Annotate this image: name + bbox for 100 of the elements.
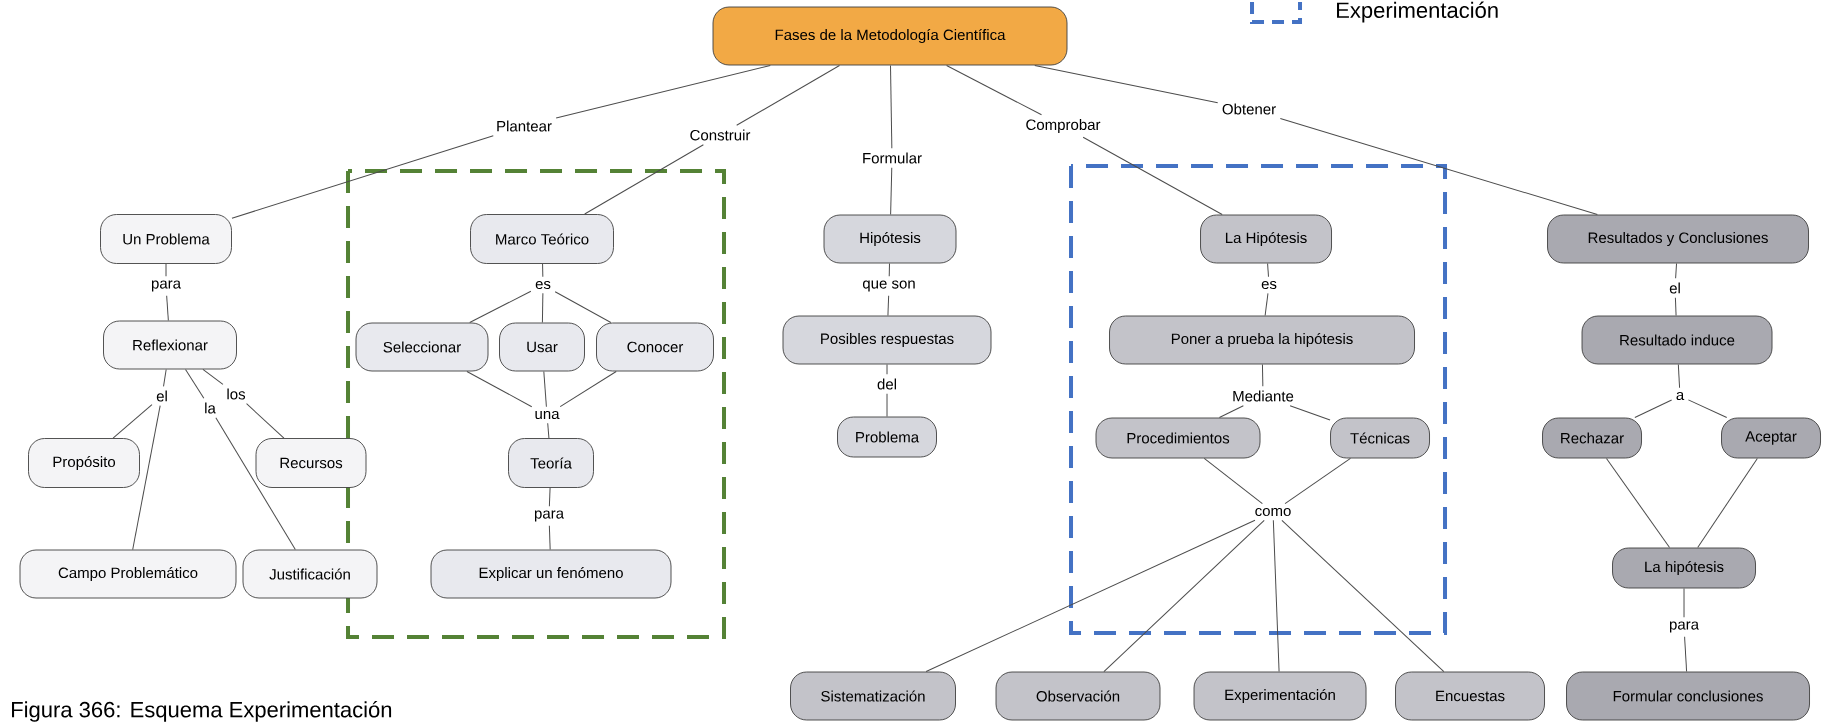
concept-box: Justificación xyxy=(242,549,378,599)
concept-box: Reflexionar xyxy=(103,320,237,370)
connector-line xyxy=(1272,519,1280,673)
concept-box: Conocer xyxy=(596,322,714,372)
concept-box: Procedimientos xyxy=(1095,417,1261,459)
connector-line xyxy=(543,370,547,408)
linking-phrase: del xyxy=(877,378,896,390)
connector-line xyxy=(132,405,161,551)
concept-box: Marco Teórico xyxy=(470,214,614,264)
connector-line xyxy=(469,290,532,324)
connector-line xyxy=(888,262,890,277)
connector-line xyxy=(1674,297,1677,317)
concept-box: Usar xyxy=(499,322,585,372)
concept-box: Recursos xyxy=(255,438,367,488)
concept-box: Teoría xyxy=(508,438,594,488)
concept-box: Campo Problemático xyxy=(19,549,237,599)
connector-line xyxy=(163,368,167,387)
connector-line xyxy=(547,422,550,439)
connector-line xyxy=(1289,405,1331,421)
concept-box: Explicar un fenómeno xyxy=(430,549,672,599)
concept-box: Seleccionar xyxy=(355,322,489,372)
concept-box: Posibles respuestas xyxy=(782,315,992,365)
connector-line xyxy=(946,64,1042,116)
connector-line xyxy=(1687,399,1728,419)
connector-line xyxy=(112,404,153,439)
connector-line xyxy=(1606,457,1671,549)
concept-box: Aceptar xyxy=(1721,417,1821,459)
linking-phrase: es xyxy=(1261,280,1277,290)
concept-box: Un Problema xyxy=(100,214,232,264)
linking-phrase: para xyxy=(1670,621,1700,633)
connector-line xyxy=(231,135,494,219)
concept-box: Poner a prueba la hipótesis xyxy=(1109,315,1415,365)
connector-line xyxy=(1264,292,1269,317)
concept-box: Resultados y Conclusiones xyxy=(1547,214,1809,264)
concept-box: La Hipótesis xyxy=(1200,214,1332,264)
linking-phrase: es xyxy=(535,280,551,290)
connector-line xyxy=(1203,457,1263,505)
concept-box: Formular conclusiones xyxy=(1566,671,1810,721)
connector-line xyxy=(1634,399,1673,419)
connector-line xyxy=(548,525,551,551)
connector-line xyxy=(541,292,544,324)
connector-line xyxy=(185,368,205,399)
linking-phrase: los xyxy=(227,388,246,400)
connector-line xyxy=(548,487,551,507)
connector-line xyxy=(1103,519,1265,673)
linking-phrase: Obtener xyxy=(1222,103,1276,115)
connector-line xyxy=(559,370,617,408)
connector-line xyxy=(246,403,285,439)
linking-phrase: el xyxy=(156,390,167,402)
connector-line xyxy=(1675,262,1677,279)
connector-line xyxy=(542,263,544,278)
concept-box: Resultado induce xyxy=(1581,315,1773,365)
concept-box: Experimentación xyxy=(1193,671,1367,721)
connector-line xyxy=(890,64,893,149)
concept-box: Sistematización xyxy=(790,671,956,721)
connector-line xyxy=(1697,457,1758,549)
connector-line xyxy=(1281,519,1445,673)
linking-phrase: para xyxy=(151,280,181,292)
connector-line xyxy=(1284,457,1351,505)
concept-box: Técnicas xyxy=(1330,417,1430,459)
connector-line xyxy=(1261,363,1264,387)
connector-line xyxy=(925,519,1256,673)
connector-line xyxy=(887,295,890,317)
connector-line xyxy=(1279,118,1598,216)
concept-box: Observación xyxy=(995,671,1161,721)
connector-line xyxy=(890,167,893,216)
concept-box: Encuestas xyxy=(1395,671,1545,721)
linking-phrase: que son xyxy=(862,280,915,292)
concept-box: Rechazar xyxy=(1542,417,1642,459)
connector-line xyxy=(202,368,224,385)
connector-line xyxy=(215,417,296,551)
connector-line xyxy=(584,144,704,215)
linking-phrase: como xyxy=(1255,507,1291,517)
linking-phrase: el xyxy=(1669,282,1680,294)
connector-line xyxy=(466,370,533,408)
figure-caption: Figura 366: Esquema Experimentación xyxy=(12,701,392,722)
concept-box: Propósito xyxy=(28,438,140,488)
linking-phrase: la xyxy=(205,402,216,414)
connector-line xyxy=(886,363,888,375)
connector-line xyxy=(1267,262,1269,278)
connector-line xyxy=(736,64,840,126)
legend-label: Experimentación xyxy=(1337,1,1498,23)
concept-box: Problema xyxy=(837,416,937,458)
connector-line xyxy=(1218,405,1244,419)
linking-phrase: Plantear xyxy=(497,120,552,132)
connector-line xyxy=(554,291,612,324)
linking-phrase: Mediante xyxy=(1233,390,1294,402)
connector-line xyxy=(1684,636,1688,673)
linking-phrase: Construir xyxy=(690,129,751,141)
connector-line xyxy=(886,393,888,418)
connector-line xyxy=(555,64,771,119)
connector-line xyxy=(1082,136,1223,216)
connector-line xyxy=(165,263,167,277)
concept-box: Hipótesis xyxy=(823,214,957,264)
linking-phrase: Comprobar xyxy=(1026,119,1101,133)
concept-box: La hipótesis xyxy=(1612,547,1756,589)
connector-line xyxy=(166,295,169,322)
linking-phrase: Formular xyxy=(863,152,922,164)
concept-box: Fases de la Metodología Científica xyxy=(712,6,1068,66)
linking-phrase: para xyxy=(534,510,564,522)
